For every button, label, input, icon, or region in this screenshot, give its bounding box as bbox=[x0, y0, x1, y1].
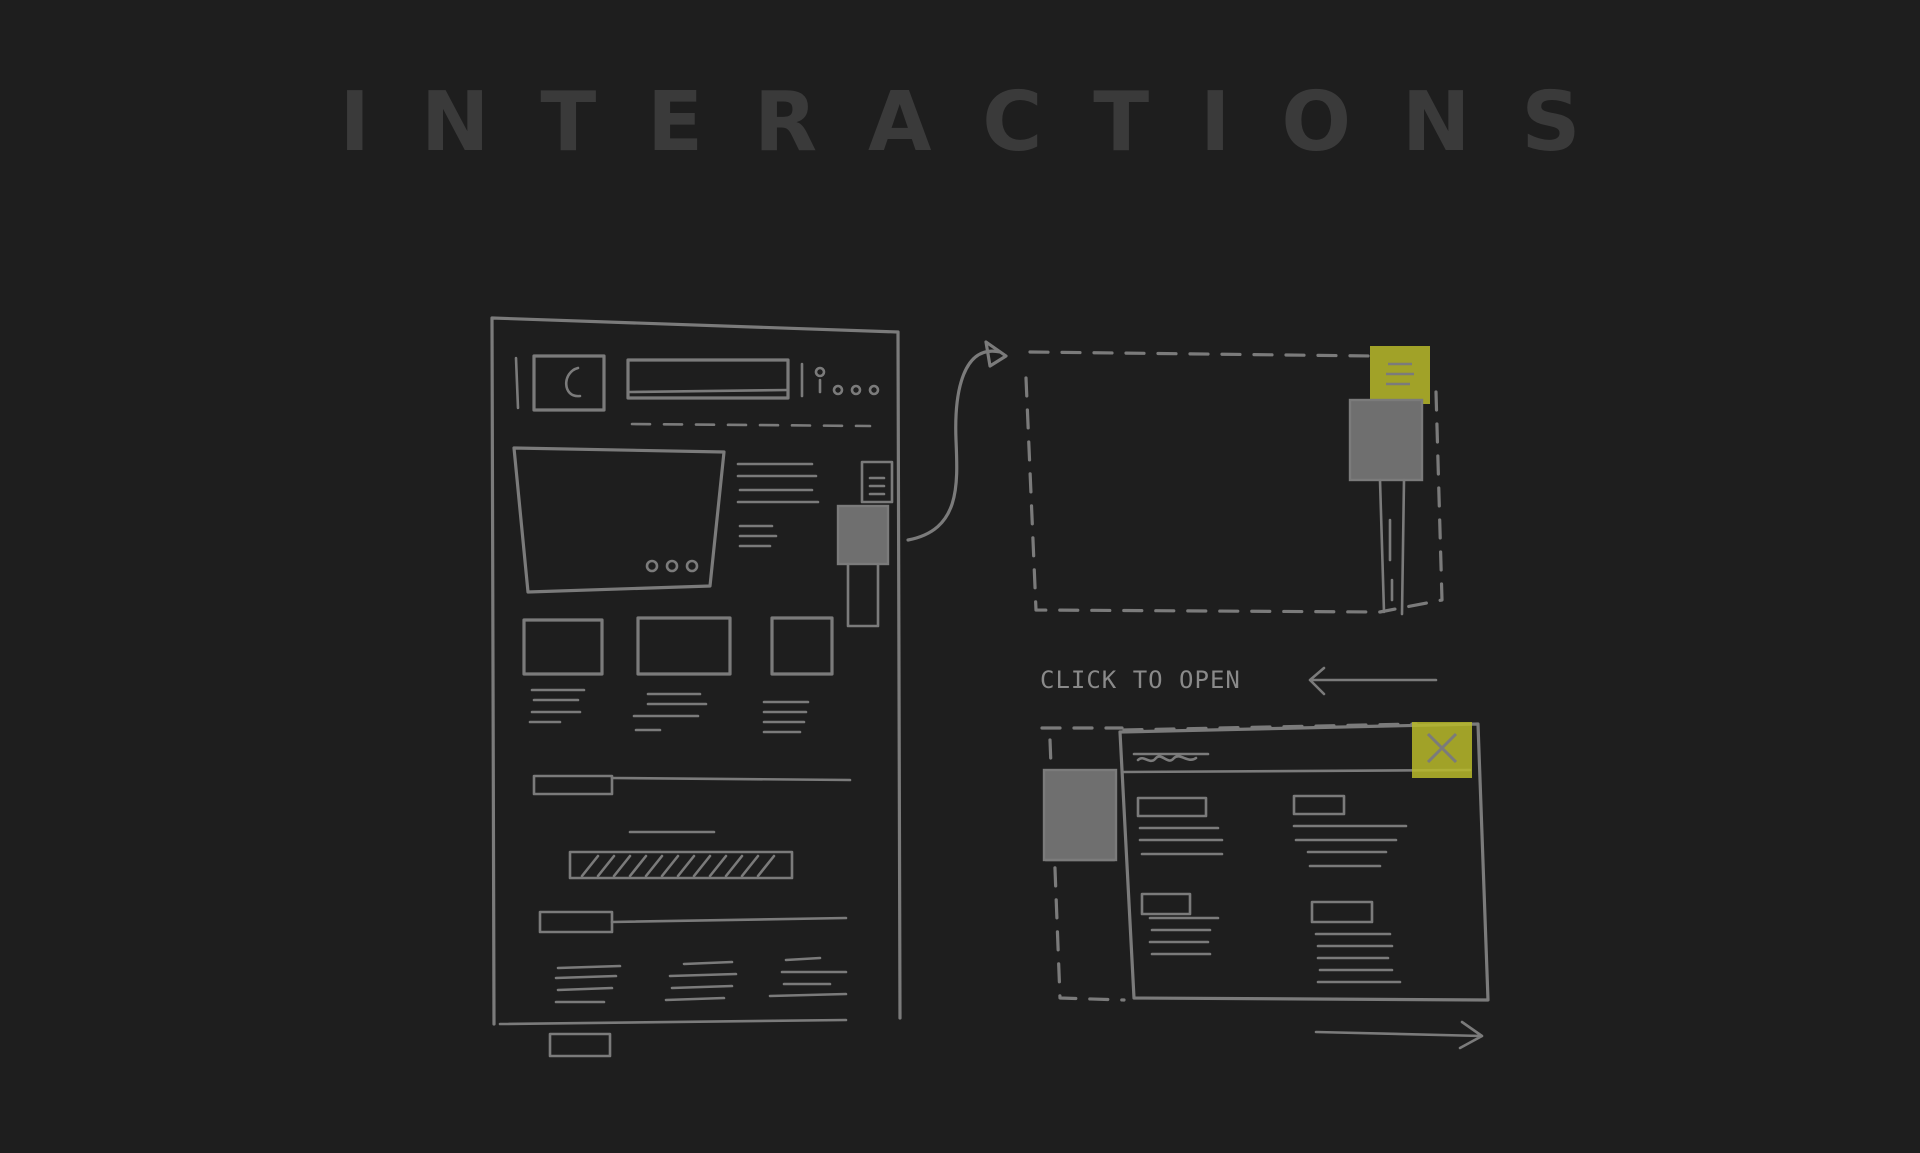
page-wireframe bbox=[490, 316, 902, 1058]
right-arrow bbox=[1314, 1020, 1484, 1050]
logo-box bbox=[532, 354, 606, 412]
page-title: INTERACTIONS bbox=[339, 75, 1632, 170]
left-arrow bbox=[1308, 666, 1438, 696]
search-bar-sketch bbox=[626, 358, 790, 400]
close-icon bbox=[1426, 732, 1458, 764]
click-to-open-label: CLICK TO OPEN bbox=[1040, 666, 1241, 694]
closed-panel-sketch bbox=[1024, 346, 1444, 616]
section-wireframe-2 bbox=[498, 910, 848, 1058]
arrowhead bbox=[984, 340, 1008, 368]
section-wireframe-1 bbox=[532, 774, 852, 880]
cards-row-wireframe bbox=[522, 616, 834, 734]
header-wireframe bbox=[514, 354, 880, 428]
hero-image-box bbox=[512, 446, 726, 594]
connector-arrow bbox=[906, 349, 1002, 542]
floating-contact-tab bbox=[836, 460, 894, 628]
page-outline bbox=[490, 316, 902, 1026]
hero-wireframe bbox=[512, 446, 820, 594]
open-panel-sketch bbox=[1040, 722, 1490, 1002]
